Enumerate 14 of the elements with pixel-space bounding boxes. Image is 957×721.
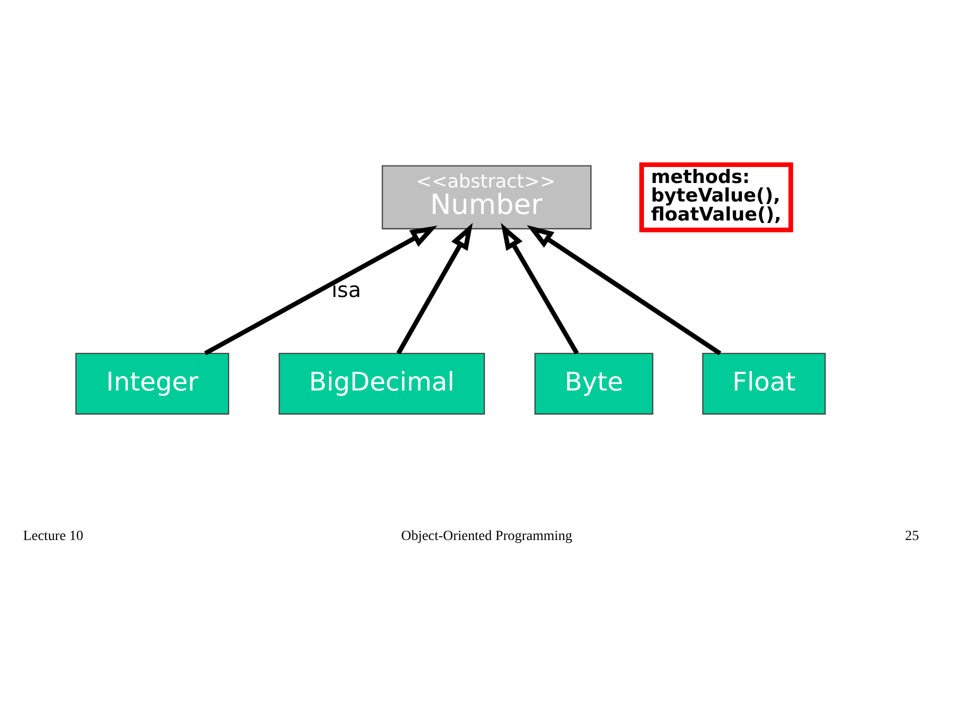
node-box: Float [702, 352, 826, 414]
label: 25 [904, 528, 919, 544]
node-box: BigDecimal [278, 352, 485, 414]
arrow [500, 222, 579, 354]
node-box: Integer [75, 352, 230, 414]
label: Lecture 10 [23, 528, 84, 544]
label: Object-Oriented Programming [401, 528, 572, 544]
node-box: <<abstract>> Number [382, 164, 592, 229]
arrow [204, 225, 438, 355]
node-box: methods: byteValue(), floatValue(), [639, 162, 794, 232]
edge-label: isa [331, 277, 362, 302]
arrow [396, 222, 473, 354]
node-box: Byte [534, 352, 654, 414]
arrow [526, 224, 722, 355]
